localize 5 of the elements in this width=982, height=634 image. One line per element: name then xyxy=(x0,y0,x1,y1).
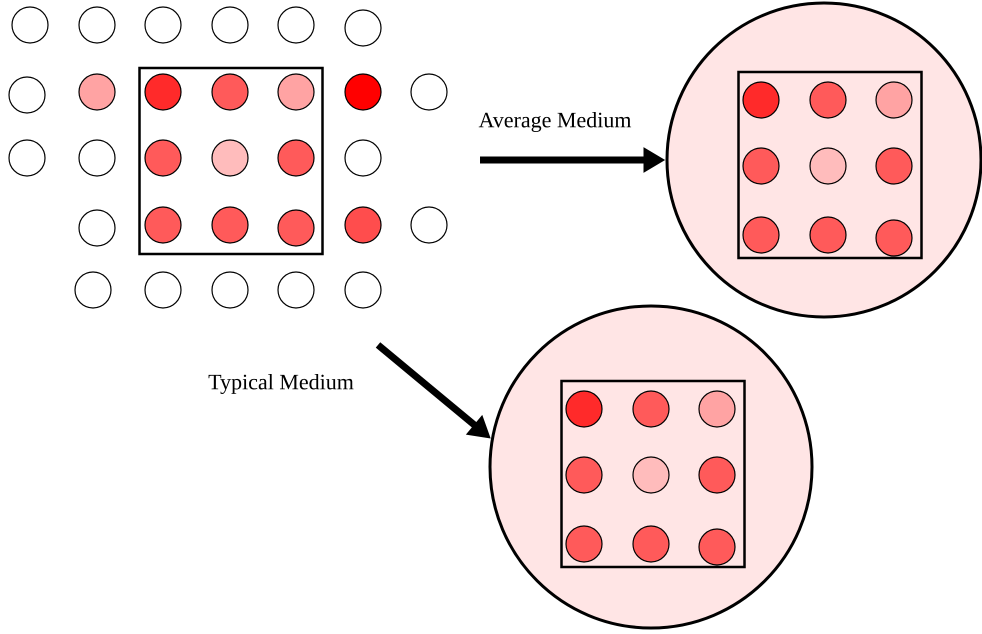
edge-label: Average Medium xyxy=(477,110,633,134)
unit-cell-box xyxy=(560,380,746,568)
unit-cell-box xyxy=(138,66,324,256)
unit-cell-box xyxy=(737,70,923,260)
edge-label: Typical Medium xyxy=(206,372,356,396)
